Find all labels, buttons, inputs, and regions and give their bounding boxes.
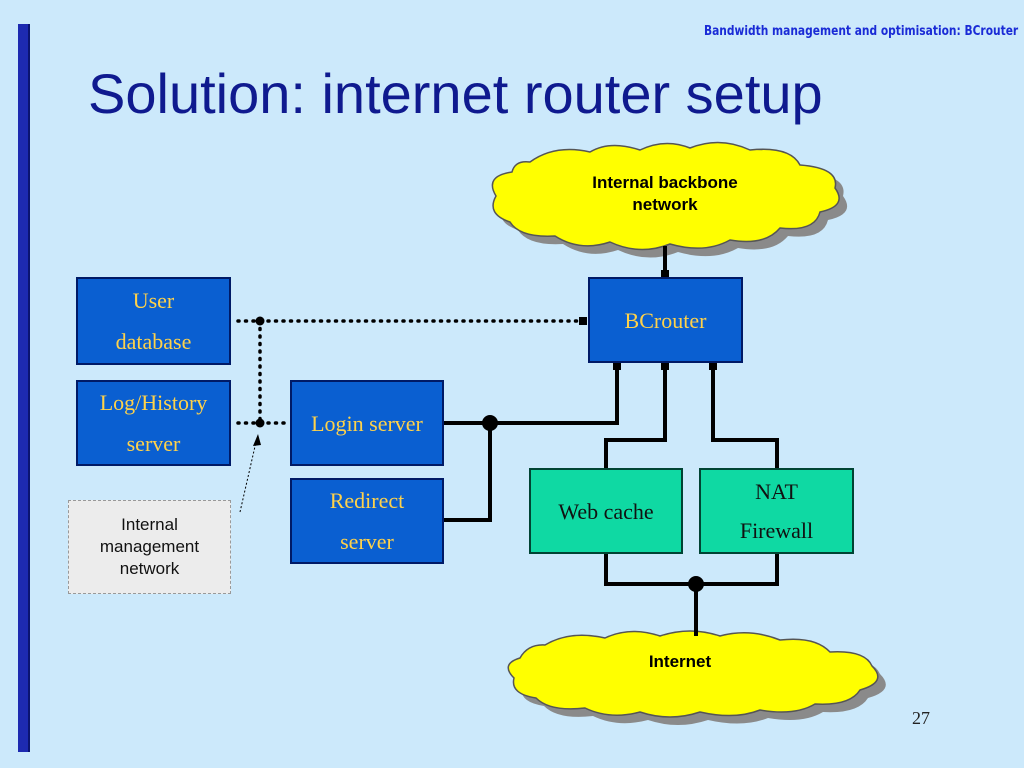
note-line1: Internal — [121, 515, 178, 534]
backbone-label-line2: network — [632, 195, 698, 214]
slide-header: Bandwidth management and optimisation: B… — [703, 24, 1018, 39]
nat-firewall-line2: Firewall — [739, 518, 814, 543]
internet-cloud-label: Internet — [648, 652, 712, 671]
user-database-line1: User — [132, 288, 175, 313]
log-history-line2: server — [126, 431, 181, 456]
login-server-box: Login server — [290, 380, 444, 466]
connector-ports — [482, 270, 717, 592]
nat-firewall-line1: NAT — [755, 479, 798, 504]
log-history-line1: Log/History — [99, 390, 208, 415]
web-cache-box: Web cache — [529, 468, 683, 554]
management-network-links — [236, 319, 585, 425]
link-webcache-bcrouter — [604, 364, 667, 468]
redirect-server-box: Redirect server — [290, 478, 444, 564]
slide-title: Solution: internet router setup — [88, 62, 823, 125]
link-nat-bcrouter — [711, 364, 779, 468]
page-number: 27 — [912, 708, 930, 728]
login-server-label: Login server — [311, 410, 423, 436]
log-history-server-box: Log/History server — [76, 380, 231, 466]
note-line3: network — [119, 559, 180, 578]
bcrouter-label: BCrouter — [624, 307, 707, 333]
nat-firewall-box: NAT Firewall — [699, 468, 854, 554]
backbone-cloud — [491, 141, 848, 258]
web-cache-label: Web cache — [558, 498, 654, 524]
backbone-label-line1: Internal backbone — [592, 173, 738, 192]
user-database-box: User database — [76, 277, 231, 365]
redirect-server-line1: Redirect — [329, 488, 405, 513]
network-links — [442, 246, 779, 636]
note-pointer-arrow — [239, 434, 261, 513]
link-login-bcrouter — [442, 364, 619, 425]
internet-cloud — [507, 630, 886, 725]
management-network-note: Internal management network — [68, 500, 231, 594]
management-junctions — [255, 316, 265, 428]
bcrouter-box: BCrouter — [588, 277, 743, 363]
user-database-line2: database — [115, 329, 192, 354]
note-line2: management — [99, 537, 200, 556]
redirect-server-line2: server — [340, 529, 394, 554]
backbone-cloud-label: Internal backbone network — [530, 172, 800, 216]
link-redirect-bus — [442, 423, 492, 522]
left-accent-bar — [18, 24, 30, 752]
